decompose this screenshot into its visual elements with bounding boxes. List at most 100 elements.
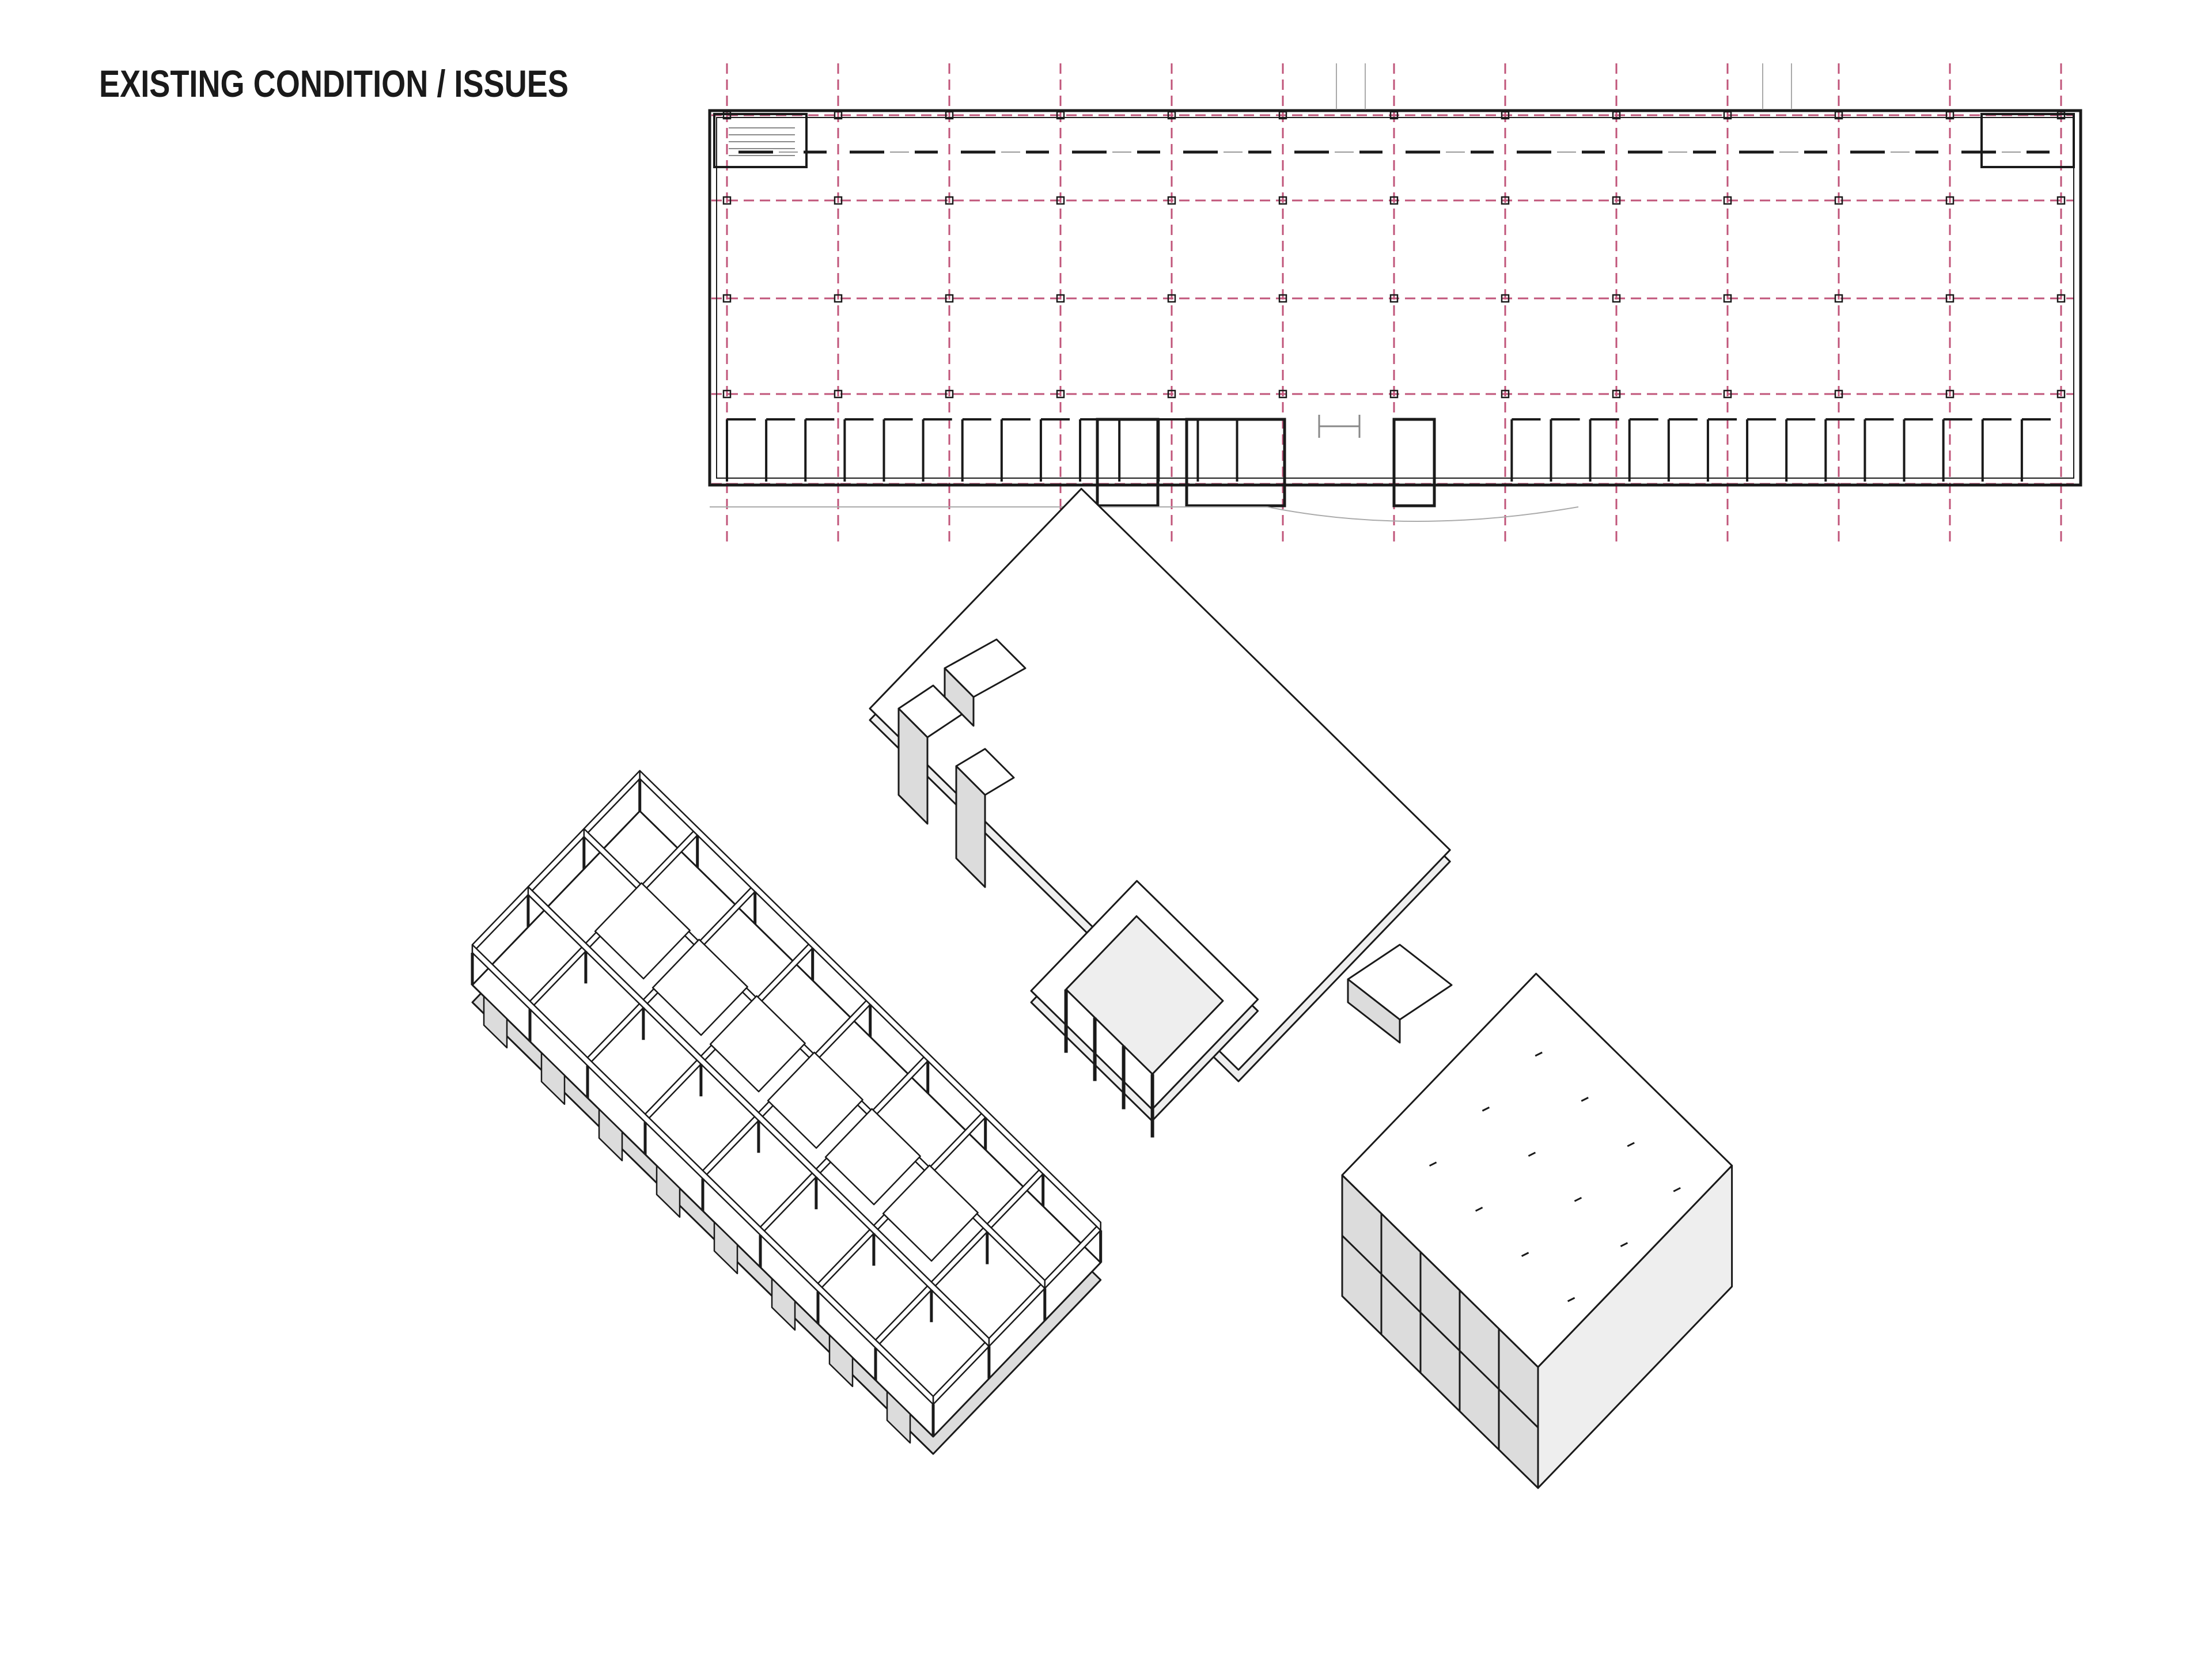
entry-outline: [1336, 63, 1792, 109]
plan-column: [945, 111, 954, 120]
plan-column: [1056, 196, 1065, 205]
frame-lower-wall: [886, 1391, 911, 1444]
plan-column: [1278, 294, 1287, 303]
upper-wing: [869, 487, 1453, 1082]
plan-column: [1612, 294, 1621, 303]
plan-column: [1723, 389, 1732, 399]
tower-side: [955, 765, 986, 888]
plan-column: [1501, 111, 1510, 120]
plan-column: [834, 111, 843, 120]
plan-column: [2056, 196, 2066, 205]
frame-lower-wall: [540, 1052, 566, 1105]
plan-column: [1167, 111, 1176, 120]
frame-base-slab: [471, 810, 1102, 1438]
frame-lower-wall: [713, 1221, 738, 1275]
plan-column: [1278, 111, 1287, 120]
plan-column: [1834, 196, 1843, 205]
block-roof: [1341, 972, 1733, 1368]
plan-column: [1056, 111, 1065, 120]
roof-mark: [1482, 1107, 1490, 1112]
plan-column: [1834, 294, 1843, 303]
stair-core-left: [713, 113, 808, 168]
roof-box-side: [1347, 978, 1401, 1044]
plan-column: [1945, 294, 1955, 303]
frame-lower-wall: [771, 1278, 796, 1331]
plan-column: [2056, 111, 2066, 120]
plan-column: [1501, 294, 1510, 303]
stair-core-right: [1980, 113, 2075, 168]
frame-lower-wall: [828, 1334, 854, 1388]
plan-column: [1389, 294, 1399, 303]
roof-mark: [1535, 1051, 1543, 1057]
frame-lower-wall: [483, 995, 508, 1049]
frame-roof-panel: [594, 882, 691, 980]
frame-lower-wall: [656, 1165, 681, 1218]
plan-column: [722, 111, 732, 120]
roof-mark: [1528, 1152, 1536, 1157]
plan-column: [1612, 389, 1621, 399]
plan-column: [1723, 111, 1732, 120]
frame-roof-panel: [652, 938, 748, 1036]
frame-roof-panel: [767, 1051, 863, 1149]
frame-lower-wall: [598, 1108, 623, 1162]
plan-column: [834, 196, 843, 205]
plan-columns: [722, 111, 2066, 399]
plan-column: [1834, 111, 1843, 120]
tower-side: [897, 707, 929, 825]
roof-mark: [1673, 1187, 1681, 1192]
frame-roof-panel: [882, 1164, 979, 1262]
plan-column: [834, 389, 843, 399]
roof-mark: [1475, 1206, 1483, 1212]
plan-column: [1945, 111, 1955, 120]
roof-box-side: [944, 667, 975, 727]
plan-column: [1389, 111, 1399, 120]
site-outline: [710, 506, 1579, 522]
connector-frame: [1030, 880, 1259, 1138]
plan-column: [1723, 196, 1732, 205]
plan-column: [1501, 196, 1510, 205]
frame-roof-panel: [709, 995, 806, 1093]
plan-column: [945, 196, 954, 205]
central-room: [1392, 418, 1436, 507]
plan-column: [1167, 389, 1176, 399]
floor-plan: [708, 63, 2082, 541]
plan-column: [1278, 196, 1287, 205]
plan-column: [1945, 196, 1955, 205]
plan-column: [722, 196, 732, 205]
axonometric-view: [471, 487, 1733, 1489]
plan-column: [2056, 294, 2066, 303]
frame-roof-panel: [824, 1108, 921, 1206]
plan-column: [1612, 111, 1621, 120]
central-room: [1096, 418, 1160, 507]
roof-mark: [1574, 1196, 1582, 1202]
plan-column: [1278, 389, 1287, 399]
plan-column: [2056, 389, 2066, 399]
plan-column: [945, 294, 954, 303]
plan-column: [722, 389, 732, 399]
plan-column: [1056, 294, 1065, 303]
plan-column: [1056, 389, 1065, 399]
sheet-title: EXISTING CONDITION / ISSUES: [99, 62, 569, 105]
plan-column: [945, 389, 954, 399]
roof-mark: [1567, 1297, 1575, 1302]
plan-column: [1612, 196, 1621, 205]
roof-mark: [1429, 1161, 1437, 1167]
structural-frame-wing: [471, 770, 1103, 1455]
plan-column: [1389, 196, 1399, 205]
roof-mark: [1620, 1242, 1628, 1247]
roof-mark: [1521, 1252, 1529, 1257]
plan-column: [1167, 294, 1176, 303]
solid-block: [1341, 972, 1733, 1489]
plan-column: [1834, 389, 1843, 399]
plan-column: [1945, 389, 1955, 399]
roof-mark: [1627, 1142, 1635, 1147]
central-room: [1185, 418, 1286, 507]
plan-column: [834, 294, 843, 303]
plan-column: [1389, 389, 1399, 399]
plan-column: [1167, 196, 1176, 205]
plan-rooms: [710, 63, 2051, 522]
plan-column: [1723, 294, 1732, 303]
plan-column: [1501, 389, 1510, 399]
